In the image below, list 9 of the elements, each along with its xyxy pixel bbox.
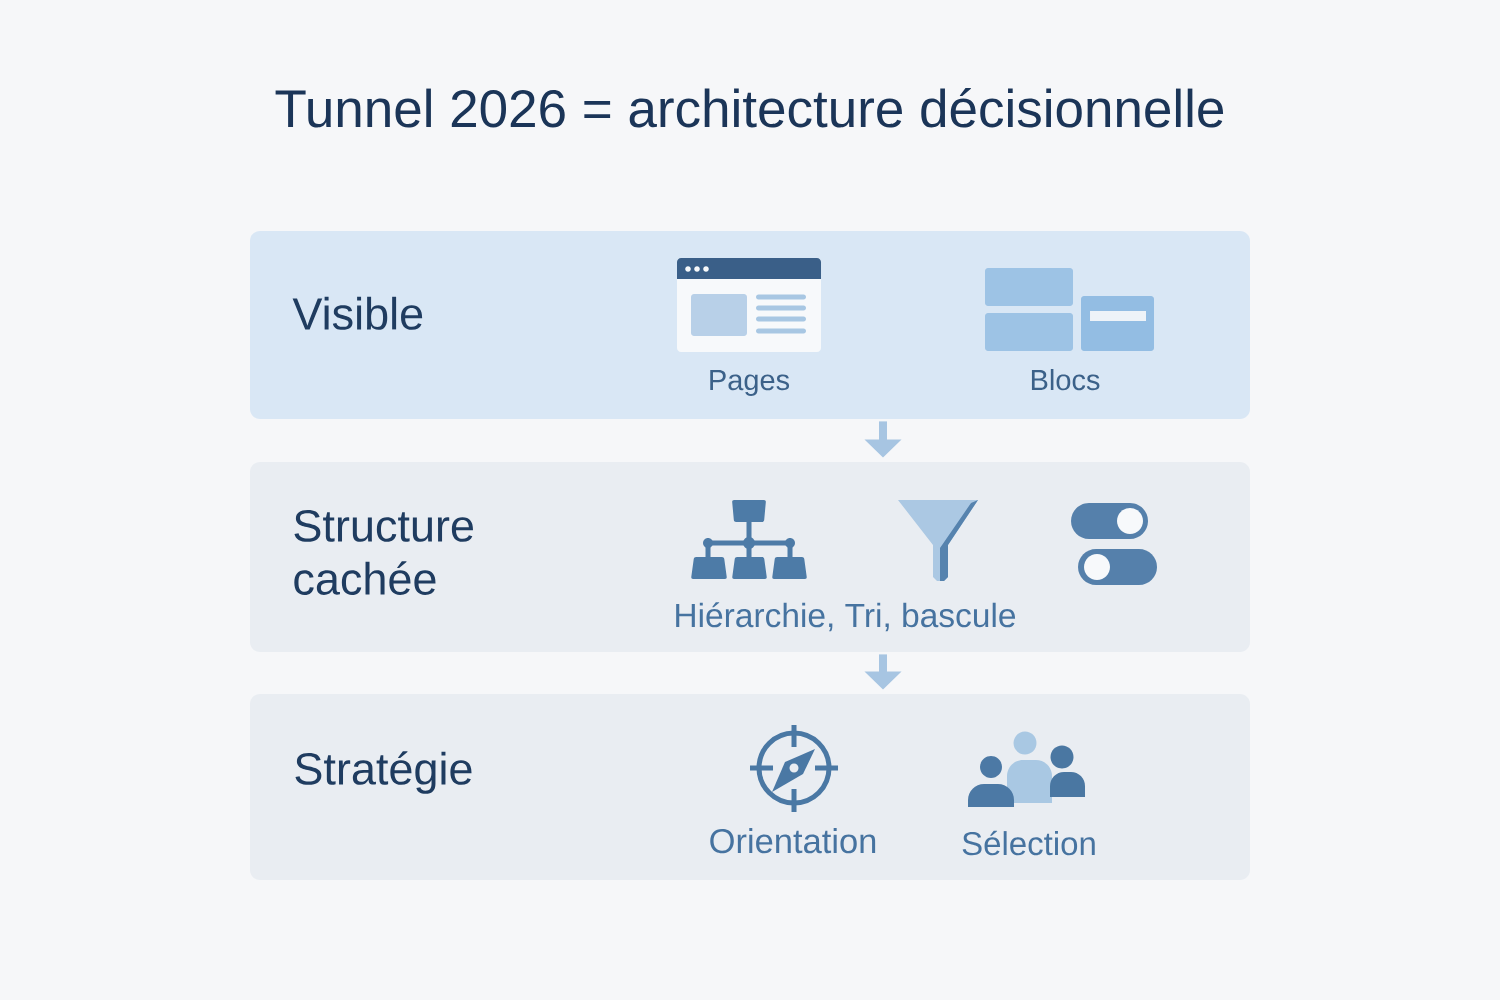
icon-caption: Orientation bbox=[710, 828, 876, 854]
title: Tunnel 2026 = architecture décisionnelle bbox=[275, 88, 1224, 128]
icon-caption: Sélection bbox=[962, 830, 1095, 856]
icon-caption: Blocs bbox=[1031, 369, 1100, 391]
icon-caption: Pages bbox=[710, 370, 790, 396]
panel-heading: Stratégie bbox=[295, 751, 472, 794]
icon-caption: Hiérarchie, Tri, bascule bbox=[676, 602, 1016, 632]
panel-heading: Structure cachée bbox=[294, 509, 473, 595]
panel-heading: Visible bbox=[292, 296, 423, 330]
